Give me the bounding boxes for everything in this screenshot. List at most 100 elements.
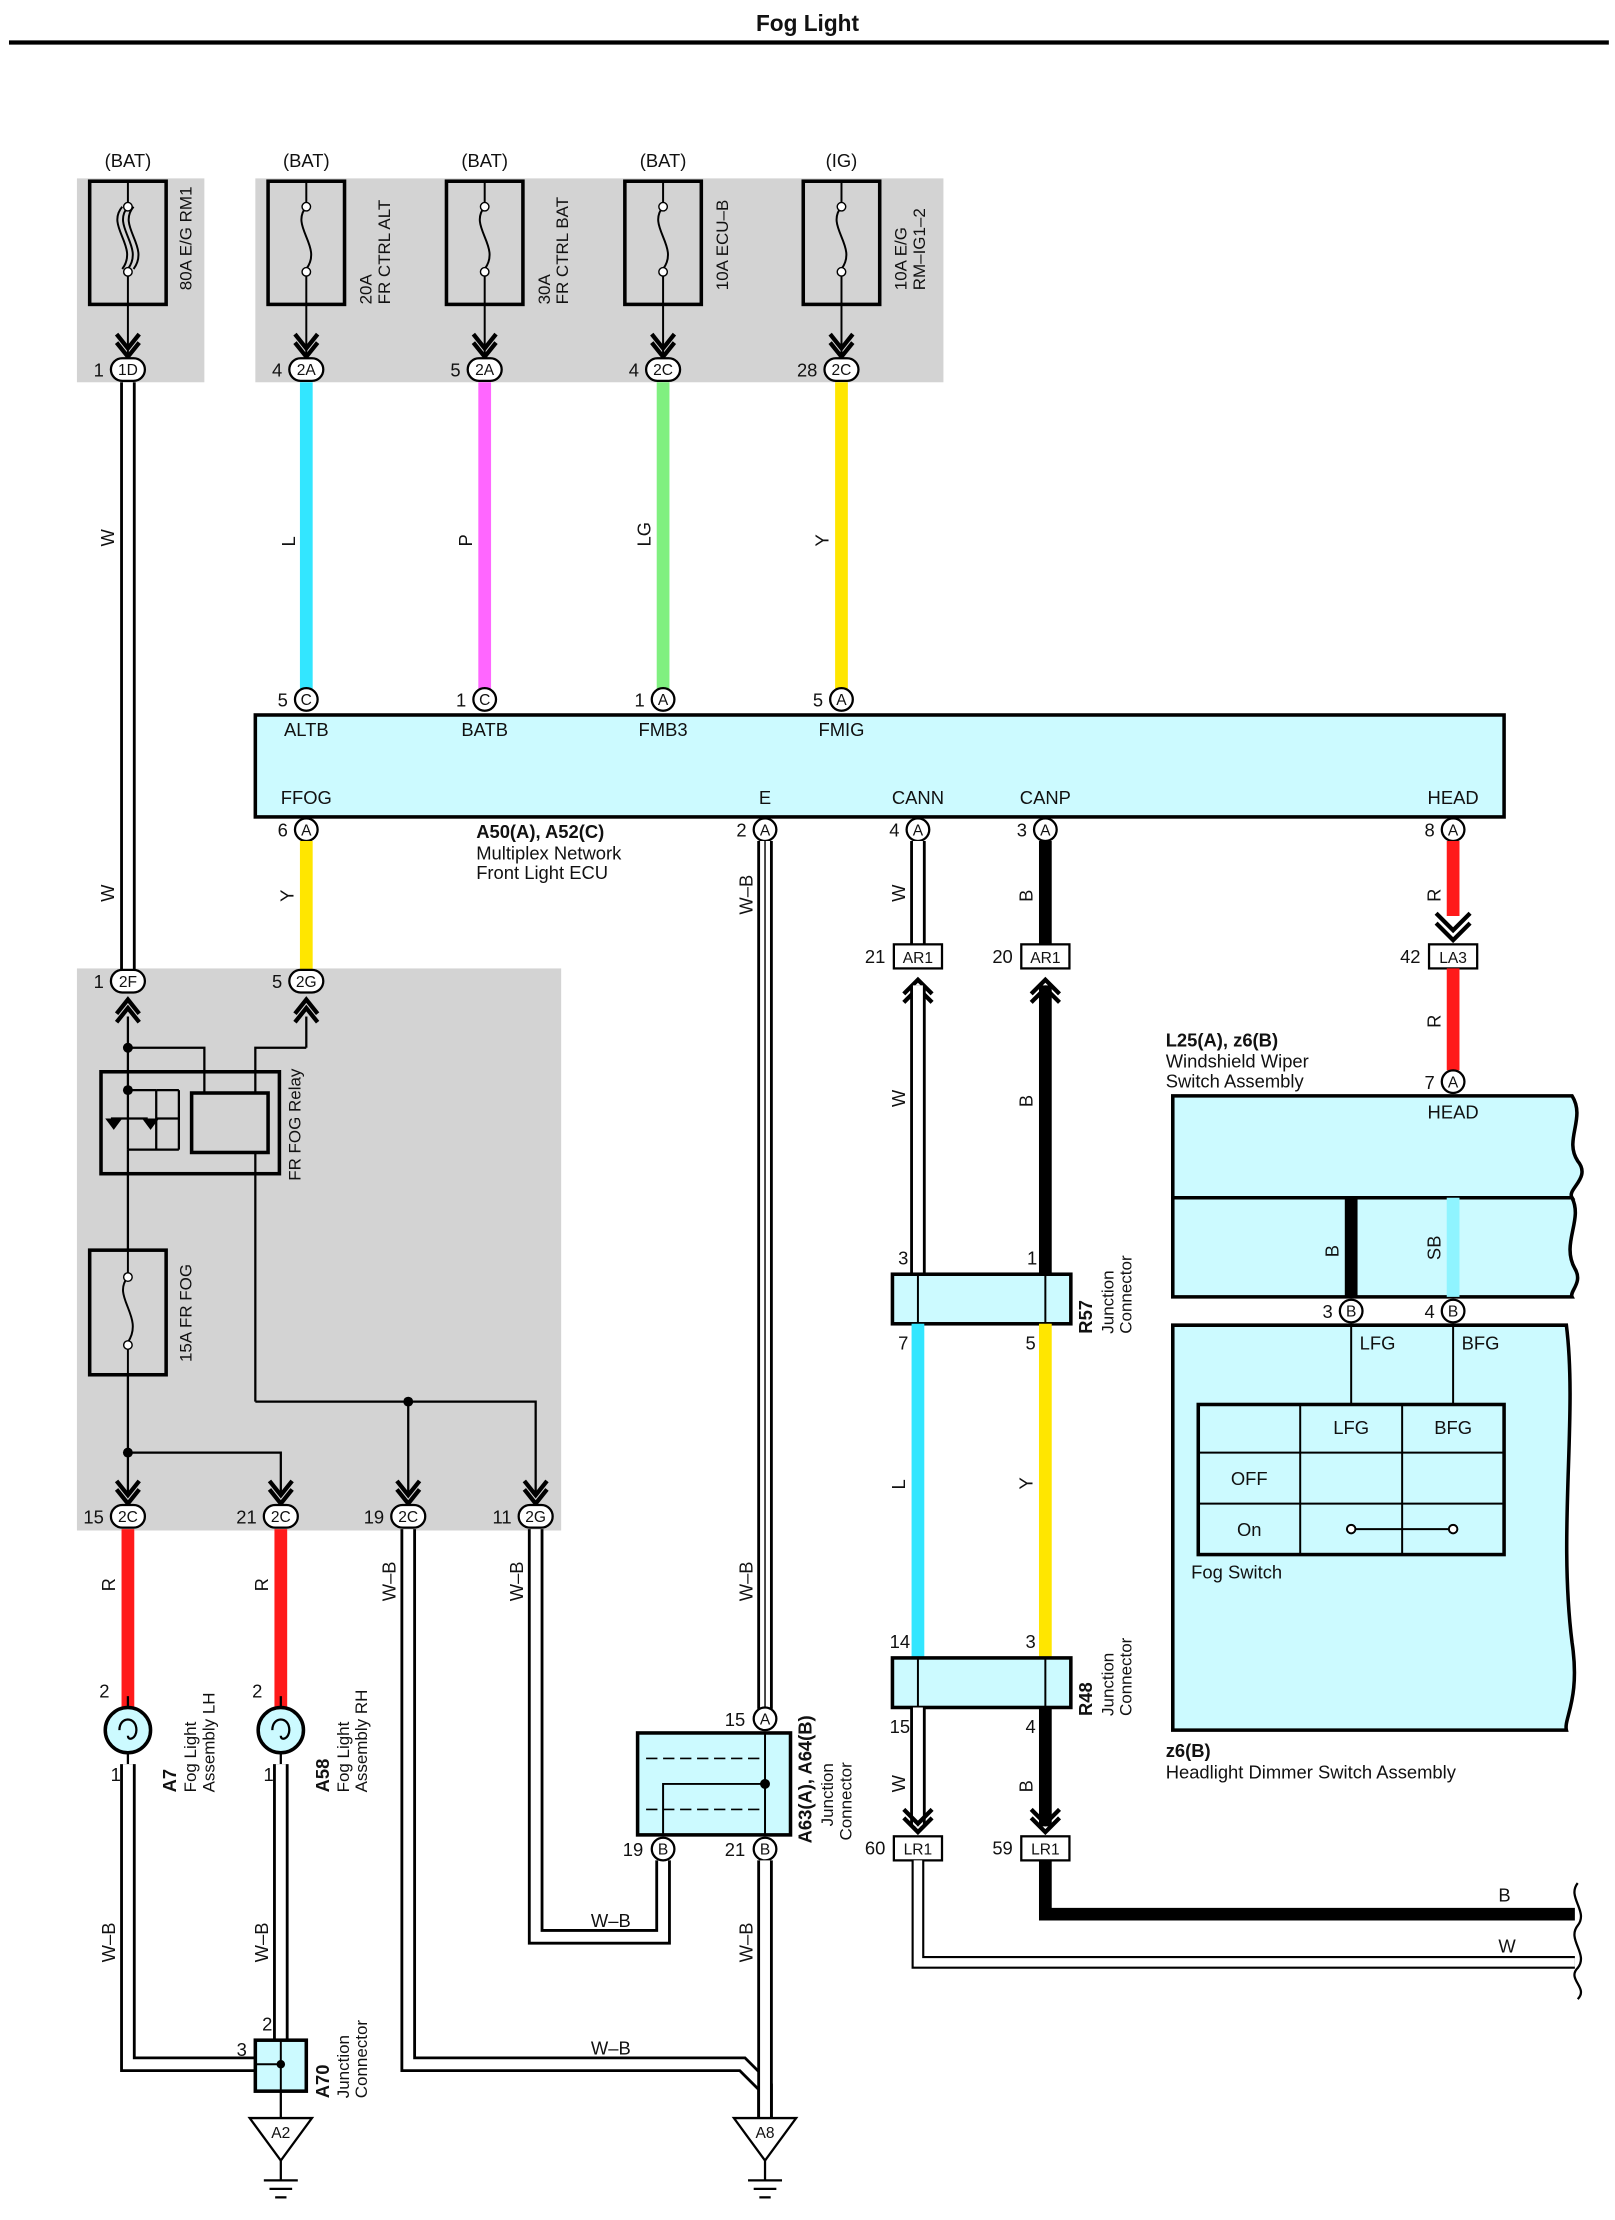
wire-color-label: W–B bbox=[251, 1922, 272, 1962]
pin-connector: 2C bbox=[398, 1509, 418, 1526]
pin-number: 28 bbox=[797, 360, 817, 381]
wire-color-label: L bbox=[278, 536, 299, 546]
table-row-label: OFF bbox=[1231, 1468, 1268, 1489]
pin-number: 1 bbox=[1027, 1247, 1037, 1268]
ground-a8 bbox=[731, 2116, 799, 2199]
fog-rh-ref: A58 bbox=[312, 1759, 333, 1793]
pin-number: 3 bbox=[898, 1247, 908, 1268]
a63-name: Junction bbox=[818, 1763, 837, 1826]
fog-light-rh bbox=[256, 1696, 306, 1765]
lr1-arrow bbox=[902, 1807, 934, 1836]
fuse-label: 20A bbox=[356, 274, 375, 305]
pin-letter: A bbox=[913, 822, 924, 839]
pin-letter: B bbox=[760, 1842, 770, 1859]
pin-connector: AR1 bbox=[903, 950, 933, 967]
source-label: (IG) bbox=[826, 150, 858, 171]
source-label: (BAT) bbox=[105, 150, 152, 171]
fuse-label: 10A ECU–B bbox=[713, 200, 732, 291]
fog-switch-label: Fog Switch bbox=[1191, 1562, 1282, 1583]
r48-name: Connector bbox=[1117, 1637, 1136, 1716]
pin-number: 42 bbox=[1400, 946, 1420, 967]
pin-circle bbox=[1338, 1298, 1364, 1324]
wiper-switch-ref: L25(A), z6(B) bbox=[1166, 1029, 1278, 1050]
pin-letter: B bbox=[1448, 1304, 1458, 1321]
pin-letter: A bbox=[836, 692, 847, 709]
fr-fog-relay bbox=[99, 1016, 308, 1402]
pin-circle bbox=[1440, 1069, 1466, 1095]
wire-color-label: B bbox=[1016, 1095, 1037, 1107]
pin-number: 4 bbox=[1424, 1301, 1434, 1322]
fuse-label: 15A FR FOG bbox=[177, 1264, 196, 1362]
pin-number: 1 bbox=[264, 1764, 274, 1785]
ecu-name: Front Light ECU bbox=[476, 862, 608, 883]
pin-number: 2 bbox=[736, 820, 746, 841]
ground-label: A8 bbox=[756, 2125, 775, 2142]
ecu-terminal: CANP bbox=[1020, 787, 1071, 808]
fuse-label: RM–IG1–2 bbox=[910, 208, 929, 290]
wire-color-label: Y bbox=[812, 534, 833, 546]
ecu-top-pin-circles bbox=[293, 686, 854, 712]
wire-color-label: R bbox=[98, 1578, 119, 1591]
pin-number: 21 bbox=[865, 946, 885, 967]
pin-connector: LR1 bbox=[1031, 1842, 1060, 1859]
ground-a2 bbox=[247, 2116, 315, 2199]
source-label: (BAT) bbox=[283, 150, 330, 171]
pin-number: 1 bbox=[456, 689, 466, 710]
wire-color-label: W bbox=[888, 1089, 909, 1107]
pin-number: 15 bbox=[83, 1506, 103, 1527]
pin-connector: 1D bbox=[118, 362, 138, 379]
fuse-arrows bbox=[114, 304, 855, 361]
ecu-terminal: FMB3 bbox=[639, 719, 688, 740]
wiper-switch-name: Windshield Wiper bbox=[1166, 1051, 1309, 1072]
fog-rh-name: Fog Light bbox=[334, 1721, 353, 1792]
pin-letter: A bbox=[760, 1711, 771, 1728]
pin-number: 60 bbox=[865, 1838, 885, 1859]
table-header: BFG bbox=[1434, 1417, 1472, 1438]
pin-connector: 2F bbox=[119, 974, 137, 991]
pin-connector: 2G bbox=[525, 1509, 546, 1526]
relay-block-bottom-pins bbox=[109, 1503, 554, 1529]
pin-number: 19 bbox=[623, 1839, 643, 1860]
pin-connector: AR1 bbox=[1030, 950, 1060, 967]
fuse-block-engine-room bbox=[255, 178, 944, 383]
fog-lh-ref: A7 bbox=[159, 1769, 180, 1793]
pin-connector: 2C bbox=[118, 1509, 138, 1526]
pin-number: 20 bbox=[992, 946, 1012, 967]
front-light-ecu bbox=[253, 713, 1506, 819]
source-label: (BAT) bbox=[461, 150, 508, 171]
ecu-bottom-pin-circles bbox=[293, 817, 1466, 843]
pin-letter: A bbox=[760, 822, 771, 839]
pin-number: 15 bbox=[725, 1709, 745, 1730]
pin-connector: 2G bbox=[296, 974, 317, 991]
wire-color-label: W–B bbox=[506, 1561, 527, 1601]
relay-label: FR FOG Relay bbox=[286, 1068, 305, 1181]
switch-terminal: LFG bbox=[1360, 1332, 1396, 1353]
pin-number: 7 bbox=[1424, 1072, 1434, 1093]
fog-rh-name: Assembly RH bbox=[352, 1690, 371, 1793]
fuse-label: 80A E/G RM1 bbox=[177, 186, 196, 290]
fuse-label: FR CTRL BAT bbox=[553, 197, 572, 304]
pin-number: 5 bbox=[450, 360, 460, 381]
fuse-10a-ecu-b bbox=[623, 179, 704, 307]
la3-arrow bbox=[1434, 911, 1472, 944]
wire-color-label: W–B bbox=[591, 2037, 631, 2058]
relay-block-lower-wiring bbox=[126, 1374, 537, 1494]
ecu-terminal: FFOG bbox=[281, 787, 332, 808]
wire-color-label: B bbox=[1016, 890, 1037, 902]
pin-letter: A bbox=[1448, 1074, 1459, 1091]
lr1-connectors bbox=[892, 1835, 1071, 1862]
pin-letter: C bbox=[479, 692, 490, 709]
pin-letter: A bbox=[658, 692, 669, 709]
pin-number: 21 bbox=[725, 1839, 745, 1860]
wire-color-label: W bbox=[97, 884, 118, 902]
wire-color-label: W–B bbox=[98, 1922, 119, 1962]
fuse-label: 10A E/G bbox=[892, 227, 911, 290]
pin-number: 5 bbox=[1026, 1332, 1036, 1353]
dimmer-name: Headlight Dimmer Switch Assembly bbox=[1166, 1761, 1457, 1782]
pin-number: 1 bbox=[94, 971, 104, 992]
a70-name: Junction bbox=[334, 2035, 353, 2098]
pin-number: 4 bbox=[272, 360, 282, 381]
fuse-label: 30A bbox=[535, 274, 554, 305]
relay-block-top-pins bbox=[109, 968, 325, 994]
pin-number: 2 bbox=[262, 2013, 272, 2034]
